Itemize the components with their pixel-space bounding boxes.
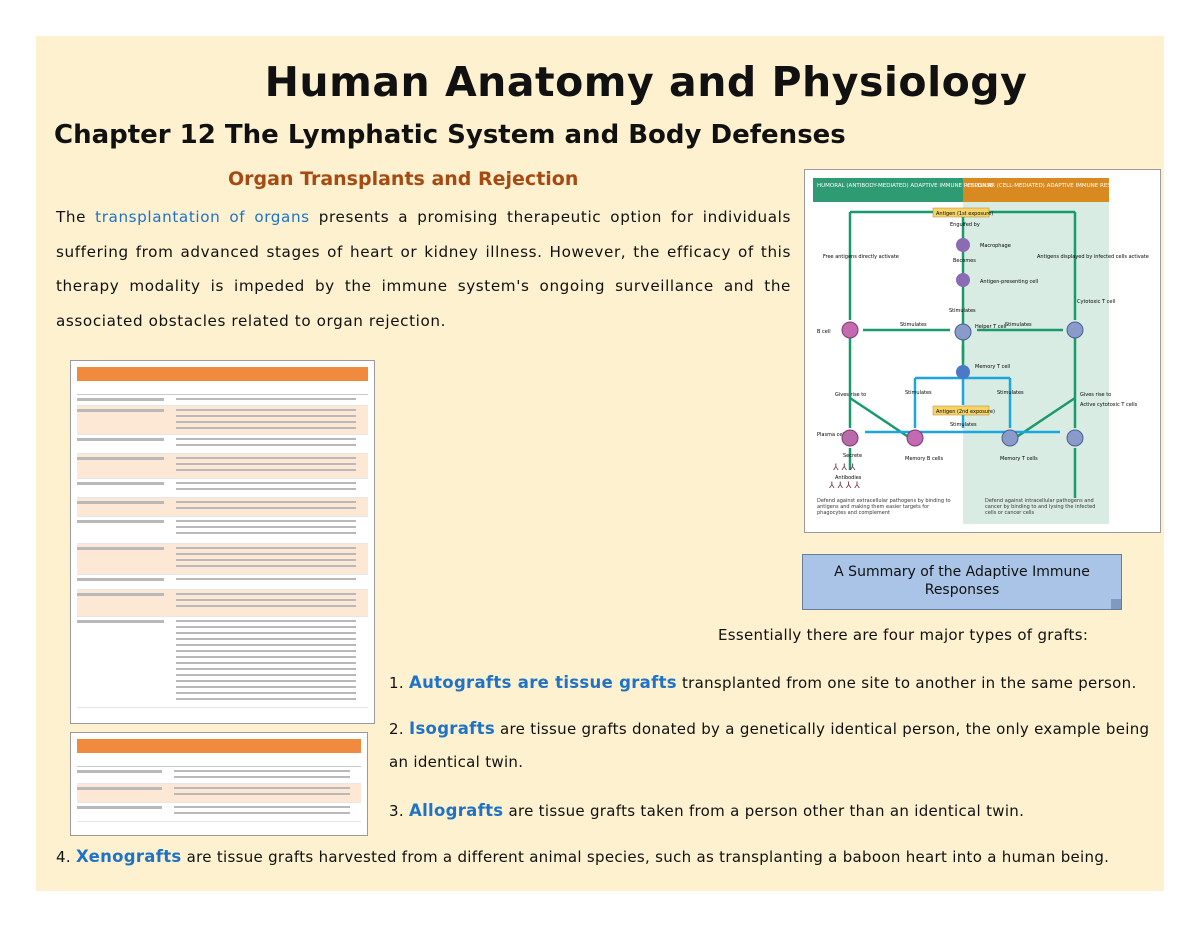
figure-caption-callout: A Summary of the Adaptive Immune Respons… [802, 554, 1122, 610]
intro-paragraph: The transplantation of organs presents a… [56, 208, 791, 330]
svg-text:Macrophage: Macrophage [980, 243, 1011, 249]
svg-text:Stimulates: Stimulates [950, 422, 977, 428]
table-row [77, 767, 361, 784]
graft-item-allograft: 3. Allografts are tissue grafts taken fr… [389, 801, 1025, 820]
graft-item-isograft: 2. Isografts are tissue grafts donated b… [389, 719, 1150, 738]
table-header-bar [77, 739, 361, 753]
table-rows [71, 395, 374, 708]
svg-text:Gives rise to: Gives rise to [1080, 392, 1111, 398]
humoral-defense-text: Defend against extracellular pathogens b… [817, 498, 951, 516]
document-page: Human Anatomy and Physiology Chapter 12 … [36, 36, 1164, 891]
free-antigens-label: Free antigens directly activate [823, 254, 899, 260]
svg-text:B cell: B cell [817, 329, 831, 335]
table-row [77, 517, 368, 544]
table-row [77, 617, 368, 708]
graft-item-autograft: 1. Autografts are tissue grafts transpla… [389, 673, 1137, 692]
humoral-header-bg [813, 178, 963, 202]
table-row [77, 479, 368, 498]
table-row [77, 435, 368, 454]
svg-text:⅄ ⅄ ⅄ ⅄: ⅄ ⅄ ⅄ ⅄ [828, 481, 860, 491]
svg-text:Stimulates: Stimulates [997, 390, 1024, 396]
table-row [77, 803, 361, 822]
antibody-cluster: ⅄ ⅄ ⅄ ⅄ ⅄ ⅄ ⅄ [828, 463, 860, 491]
table-12-continued-image [70, 732, 368, 836]
svg-text:Memory T cell: Memory T cell [975, 364, 1010, 370]
chapter-heading: Chapter 12 The Lymphatic System and Body… [54, 120, 846, 150]
immune-response-diagram: HUMORAL (ANTIBODY-MEDIATED) ADAPTIVE IMM… [813, 178, 1149, 524]
cellular-header: CELLULAR (CELL-MEDIATED) ADAPTIVE IMMUNE… [967, 183, 1130, 189]
displayed-antigens-label: Antigens displayed by infected cells act… [1037, 254, 1149, 260]
table-row [77, 544, 368, 575]
table-row [77, 498, 368, 517]
transplantation-link[interactable]: transplantation of organs [95, 208, 310, 226]
svg-text:Antibodies: Antibodies [835, 475, 862, 481]
svg-text:Antigen-presenting cell: Antigen-presenting cell [980, 279, 1038, 285]
humoral-header: HUMORAL (ANTIBODY-MEDIATED) ADAPTIVE IMM… [817, 183, 994, 189]
table-row [77, 590, 368, 617]
cellular-header-bg [963, 178, 1109, 202]
svg-text:⅄ ⅄ ⅄: ⅄ ⅄ ⅄ [832, 463, 856, 473]
svg-text:Engulfed by: Engulfed by [950, 222, 980, 228]
svg-text:Stimulates: Stimulates [1005, 322, 1032, 328]
table-header-bar [77, 367, 368, 381]
cellular-defense-text: Defend against intracellular pathogens a… [985, 498, 1096, 516]
immune-response-figure: HUMORAL (ANTIBODY-MEDIATED) ADAPTIVE IMM… [804, 169, 1161, 533]
table-row [77, 454, 368, 479]
table-row [77, 395, 368, 406]
svg-text:Cytotoxic T cell: Cytotoxic T cell [1077, 299, 1115, 305]
cell-markers [841, 238, 1084, 447]
svg-text:Secrete: Secrete [843, 453, 862, 459]
svg-text:Plasma cells: Plasma cells [817, 432, 848, 438]
svg-text:Memory B cells: Memory B cells [905, 456, 944, 462]
antigen-second-label: Antigen (2nd exposure) [936, 409, 995, 415]
svg-text:Stimulates: Stimulates [905, 390, 932, 396]
antigen-first-label: Antigen (1st exposure) [936, 211, 993, 217]
svg-text:Active cytotoxic T cells: Active cytotoxic T cells [1080, 402, 1138, 408]
table-row [77, 784, 361, 803]
table-row [77, 575, 368, 590]
svg-text:Stimulates: Stimulates [900, 322, 927, 328]
svg-text:Stimulates: Stimulates [949, 308, 976, 314]
svg-text:Memory T cells: Memory T cells [1000, 456, 1038, 462]
grafts-intro: Essentially there are four major types o… [718, 626, 1089, 644]
table-12-image [70, 360, 375, 724]
table-row [77, 406, 368, 435]
section-heading: Organ Transplants and Rejection [228, 168, 579, 190]
document-title: Human Anatomy and Physiology [264, 58, 1028, 106]
svg-text:Becomes: Becomes [953, 258, 976, 264]
svg-text:Gives rise to: Gives rise to [835, 392, 866, 398]
svg-text:Helper T cell: Helper T cell [975, 324, 1006, 330]
graft-item-xenograft: 4. Xenografts are tissue grafts harveste… [56, 847, 1110, 866]
callout-fold [1111, 599, 1121, 609]
table-rows [71, 767, 367, 822]
graft-item-isograft-cont: an identical twin. [389, 753, 524, 771]
